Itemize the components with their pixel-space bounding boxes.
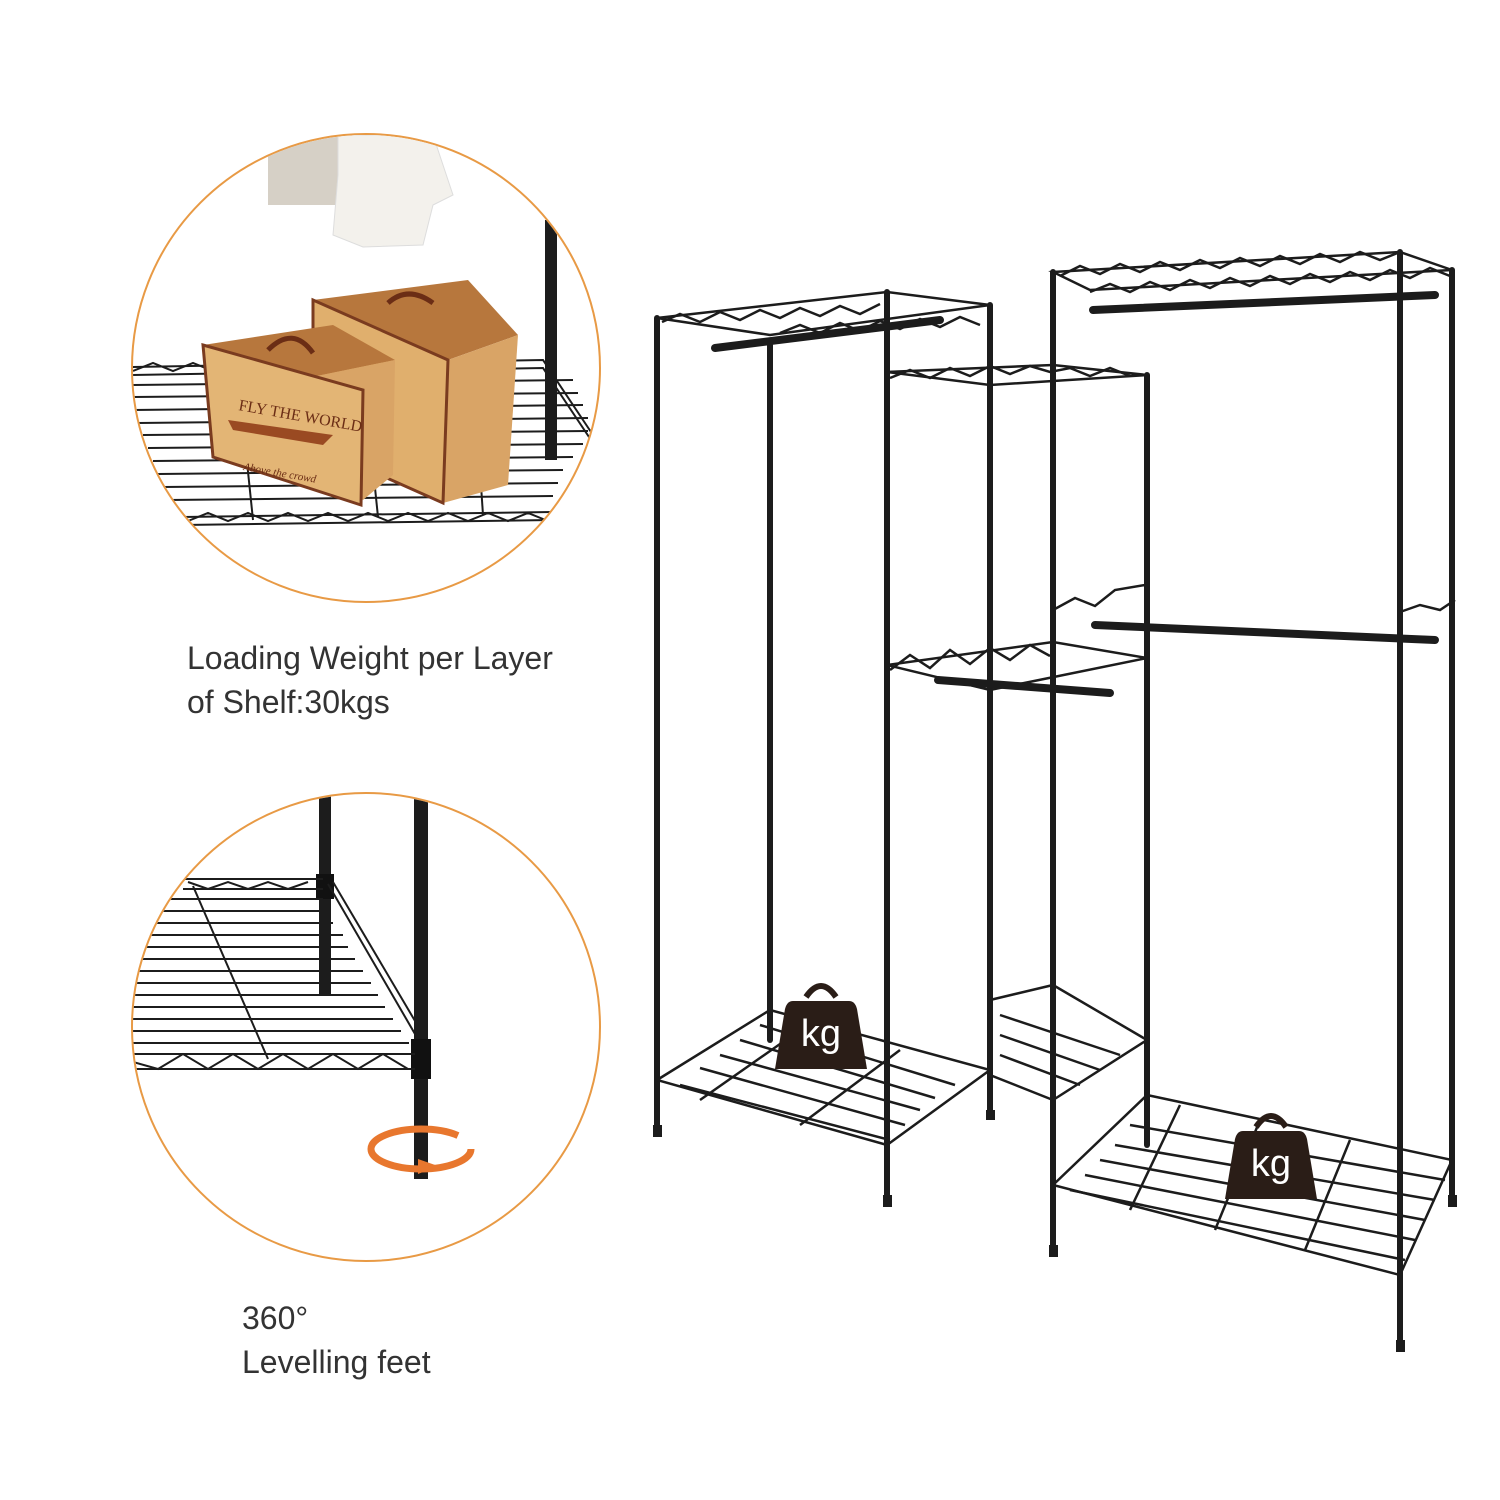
weight-badge-right: kg — [1221, 1103, 1321, 1203]
weight-label: kg — [1250, 1143, 1292, 1185]
caption-line: 360° — [242, 1300, 309, 1336]
caption-line: Levelling feet — [242, 1344, 431, 1380]
levelling-feet-detail-circle — [131, 792, 601, 1262]
weight-icon — [775, 983, 867, 1069]
levelling-feet-caption: 360° Levelling feet — [242, 1296, 431, 1384]
suitcase-small: FLY THE WORLD Above the crowd — [201, 325, 395, 508]
load-weight-detail-circle: FLY THE WORLD Above the crowd — [131, 133, 601, 603]
weight-label: kg — [800, 1013, 842, 1055]
suitcases-illustration: FLY THE WORLD Above the crowd — [133, 135, 594, 526]
load-weight-caption: Loading Weight per Layer of Shelf:30kgs — [187, 636, 553, 724]
weight-badge-left: kg — [771, 973, 871, 1073]
rotation-arrow-icon — [367, 1125, 475, 1174]
weight-icon — [1225, 1113, 1317, 1199]
caption-line: Loading Weight per Layer — [187, 640, 553, 676]
caption-line: of Shelf:30kgs — [187, 684, 390, 720]
